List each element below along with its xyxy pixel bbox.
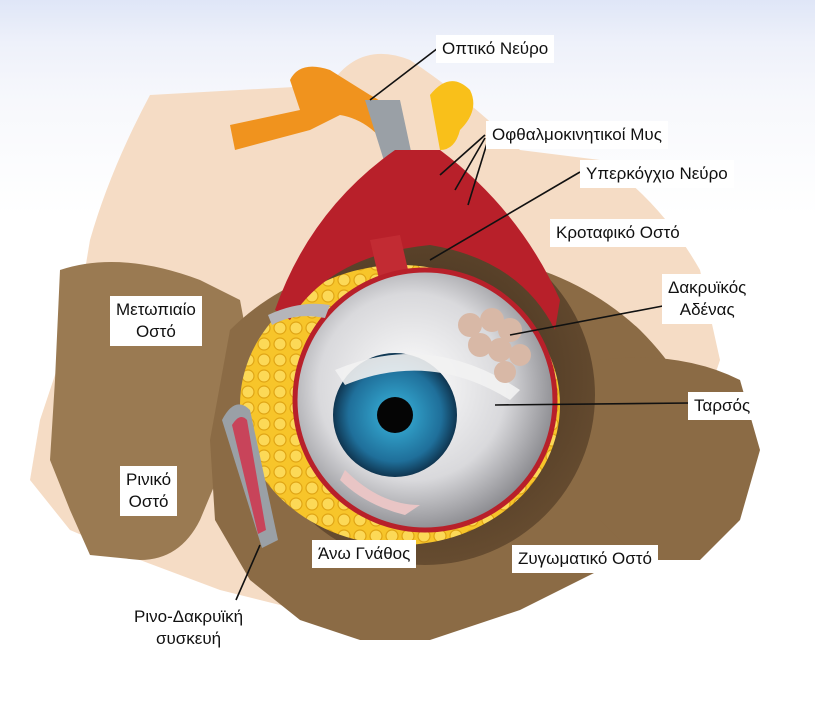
- label-lacrimal-gland-line1: Δακρυϊκός: [668, 277, 746, 299]
- label-nasolacrimal-line1: Ρινο-Δακρυϊκή: [134, 606, 243, 628]
- label-lacrimal-gland-line2: Αδένας: [668, 299, 746, 321]
- label-nasolacrimal-apparatus: Ρινο-Δακρυϊκή συσκευή: [128, 603, 249, 653]
- label-tarsus: Ταρσός: [688, 392, 756, 420]
- label-optic-nerve: Οπτικό Νεύρο: [436, 35, 554, 63]
- label-frontal-bone-line1: Μετωπιαίο: [116, 299, 196, 321]
- label-maxilla: Άνω Γνάθος: [312, 540, 416, 568]
- label-zygomatic-bone: Ζυγωματικό Οστό: [512, 545, 658, 573]
- label-frontal-bone: Μετωπιαίο Οστό: [110, 296, 202, 346]
- label-lacrimal-gland: Δακρυϊκός Αδένας: [662, 274, 752, 324]
- label-nasal-bone-line1: Ρινικό: [126, 469, 171, 491]
- pupil: [377, 397, 413, 433]
- label-nasolacrimal-line2: συσκευή: [134, 628, 243, 650]
- label-supraorbital-nerve: Υπερκόγχιο Νεύρο: [580, 160, 734, 188]
- dark-bone-right: [600, 358, 760, 561]
- label-frontal-bone-line2: Οστό: [116, 321, 196, 343]
- label-oculomotor-muscles: Οφθαλμοκινητικοί Μυς: [486, 121, 668, 149]
- label-temporal-bone: Κροταφικό Οστό: [550, 219, 686, 247]
- label-nasal-bone: Ρινικό Οστό: [120, 466, 177, 516]
- label-nasal-bone-line2: Οστό: [126, 491, 171, 513]
